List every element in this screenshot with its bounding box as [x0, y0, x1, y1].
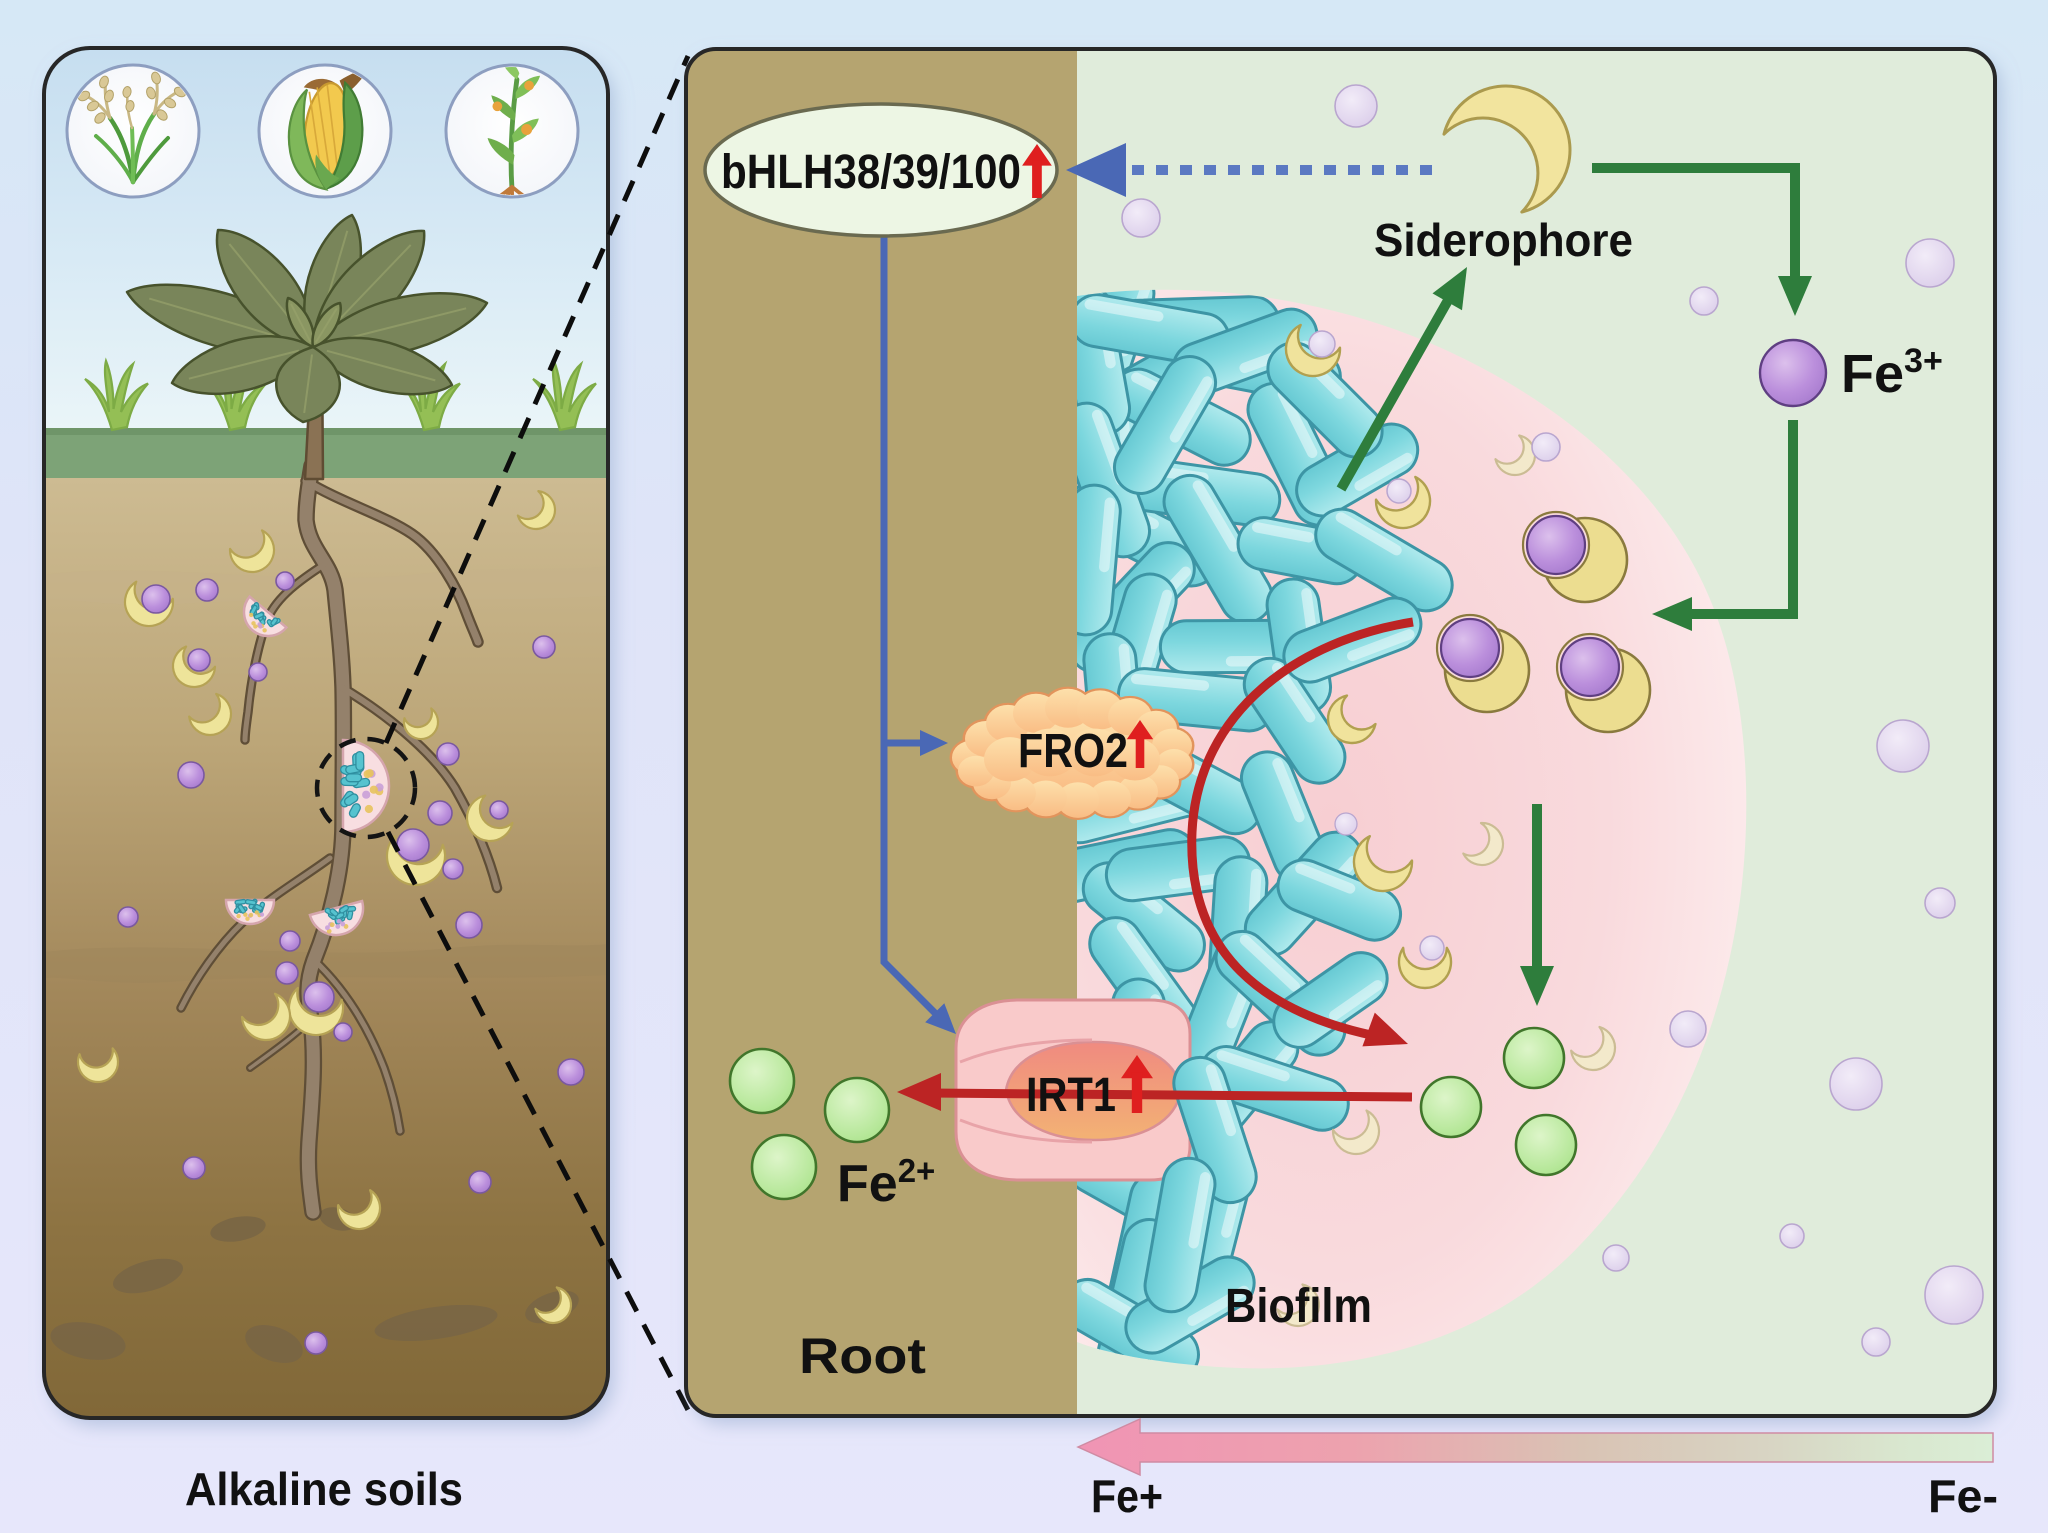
svg-text:Siderophore: Siderophore	[1374, 214, 1633, 266]
svg-text:IRT1: IRT1	[1026, 1069, 1116, 1122]
svg-text:bHLH38/39/100: bHLH38/39/100	[721, 146, 1021, 199]
svg-text:Biofilm: Biofilm	[1225, 1280, 1372, 1333]
svg-text:Fe+: Fe+	[1091, 1470, 1163, 1522]
svg-text:Fe-: Fe-	[1928, 1470, 1998, 1522]
svg-text:Alkaline soils: Alkaline soils	[185, 1463, 463, 1515]
svg-text:FRO2: FRO2	[1018, 725, 1128, 778]
svg-text:Root: Root	[799, 1328, 926, 1384]
